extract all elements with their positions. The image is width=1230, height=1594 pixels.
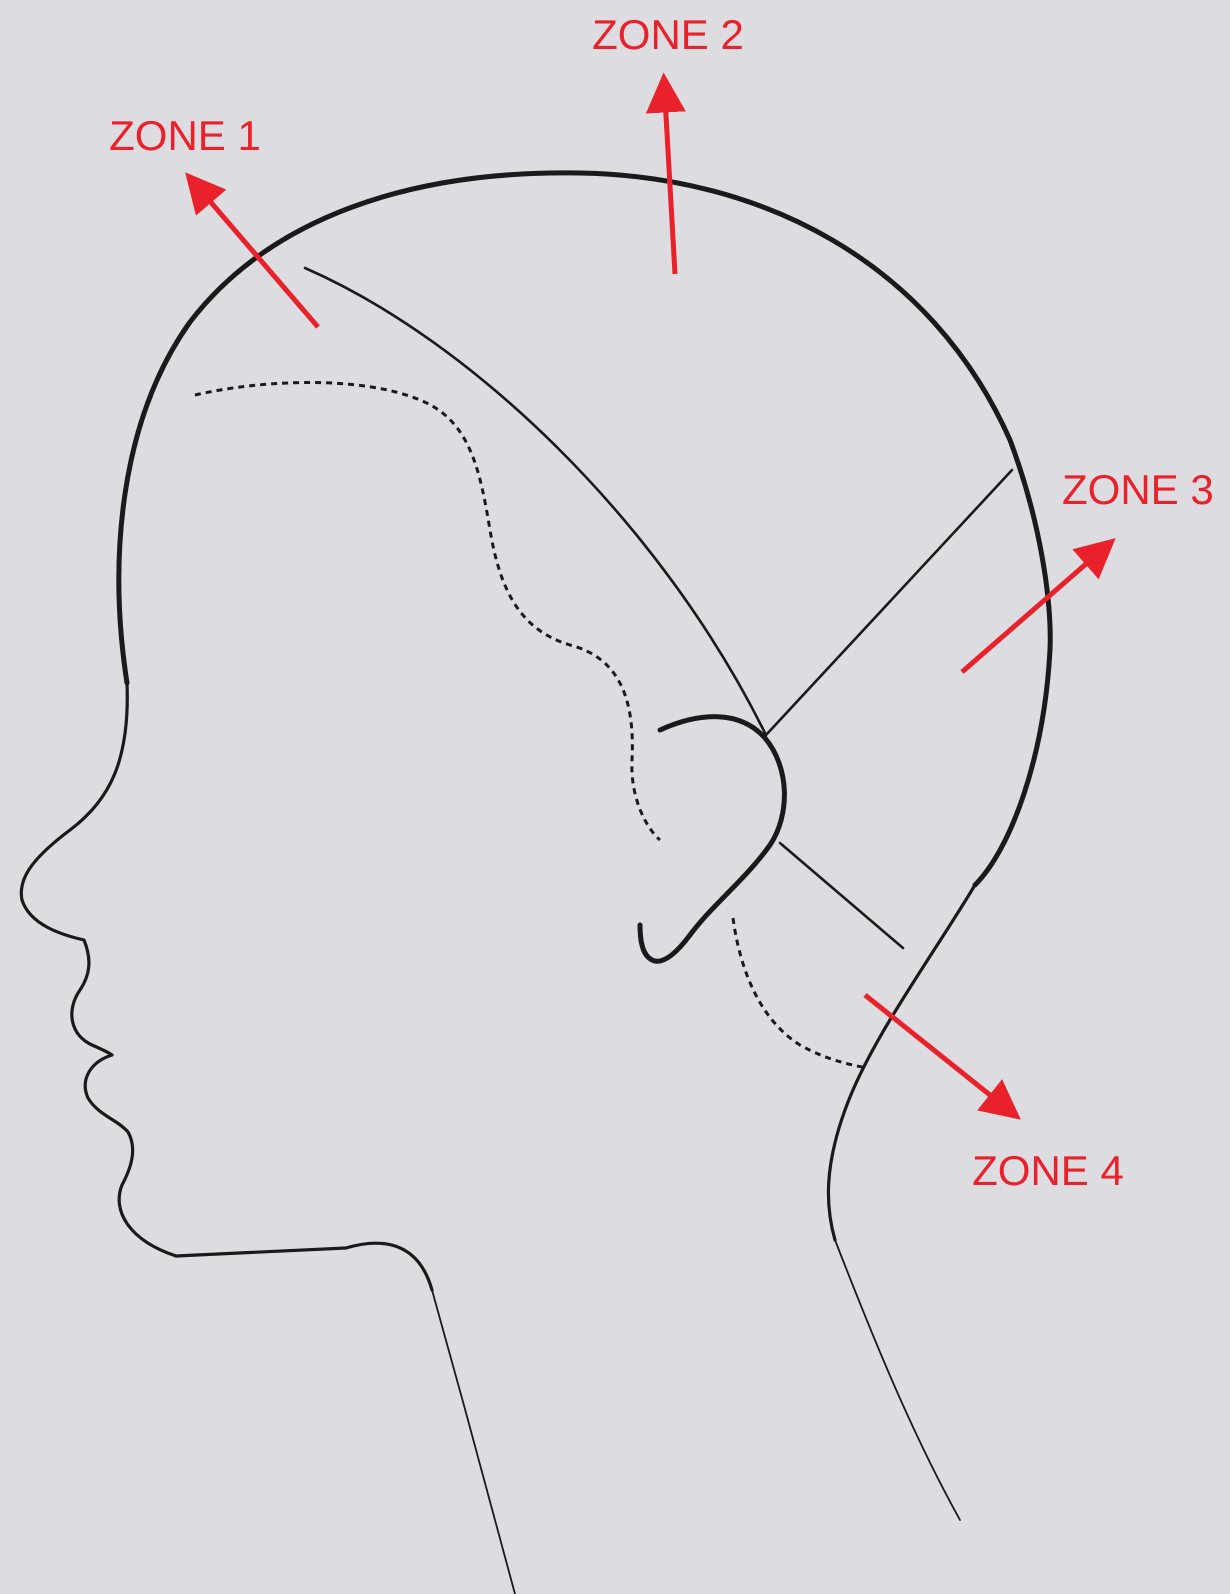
zone-1-label: ZONE 1 (109, 112, 261, 159)
zone-4-label: ZONE 4 (972, 1147, 1124, 1194)
zone-2-label: ZONE 2 (592, 11, 744, 58)
zone-3-label: ZONE 3 (1062, 466, 1214, 513)
